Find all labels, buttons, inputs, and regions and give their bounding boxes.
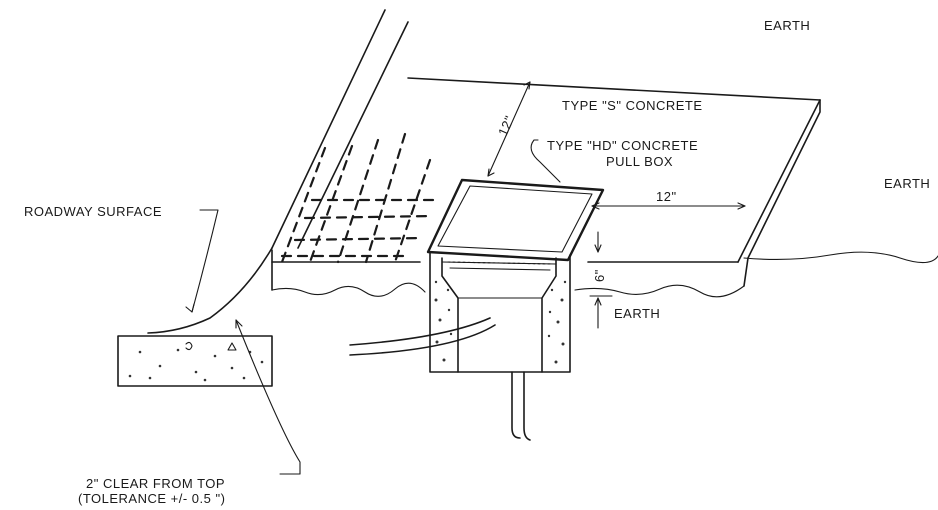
concrete-slab — [271, 77, 821, 298]
label-earth-right: EARTH — [884, 176, 930, 191]
label-roadway-surface: ROADWAY SURFACE — [24, 204, 162, 219]
label-type-s-concrete: TYPE "S" CONCRETE — [562, 98, 703, 113]
label-tolerance: (TOLERANCE +/- 0.5 ") — [78, 491, 225, 506]
label-dim-6: 6" — [592, 269, 607, 282]
label-dim-12-horizontal: 12" — [656, 189, 677, 204]
dimension-lines — [185, 81, 746, 475]
pull-box-body — [429, 251, 571, 373]
label-earth-top: EARTH — [764, 18, 810, 33]
reinforcement-mesh — [280, 132, 442, 264]
roadway-edge — [147, 9, 409, 334]
label-type-hd-line2: PULL BOX — [606, 154, 673, 169]
label-clear-from-top: 2" CLEAR FROM TOP — [86, 476, 225, 491]
roadway-section — [117, 335, 273, 387]
pull-box-lid — [426, 178, 605, 262]
ground-line — [743, 251, 938, 264]
label-earth-box: EARTH — [614, 306, 660, 321]
conduits — [349, 317, 531, 441]
label-type-hd-line1: TYPE "HD" CONCRETE — [547, 138, 698, 153]
